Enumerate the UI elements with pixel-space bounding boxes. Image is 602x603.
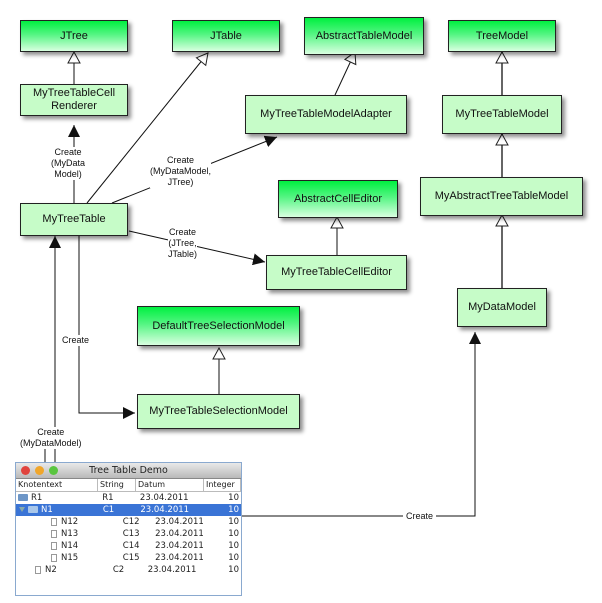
class-name: MyTreeTableCellEditor	[281, 266, 392, 278]
label-create-selection: Create	[62, 335, 90, 346]
node-text: N2	[45, 565, 57, 575]
zoom-button[interactable]	[49, 466, 58, 475]
minimize-button[interactable]	[35, 466, 44, 475]
node-text: N12	[61, 517, 79, 527]
cell-integer: 10	[228, 493, 239, 503]
class-name: AbstractCellEditor	[293, 192, 383, 205]
class-abstract-tree-table-model: MyAbstractTreeTableModel	[420, 177, 583, 216]
folder-icon	[18, 494, 28, 501]
cell-string: C1	[102, 505, 115, 515]
cell-date: 23.04.2011	[155, 529, 204, 539]
label-create-data-model: Create	[403, 511, 437, 522]
table-row[interactable]: N13 C13 23.04.2011 10	[16, 528, 241, 540]
window-title: Tree Table Demo	[89, 465, 168, 476]
table-row-selected[interactable]: N1 C1 23.04.2011 10	[16, 504, 241, 516]
table-row[interactable]: N14 C14 23.04.2011 10	[16, 540, 241, 552]
cell-string: C14	[122, 541, 140, 551]
folder-icon	[28, 506, 38, 513]
cell-date: 23.04.2011	[155, 517, 204, 527]
close-button[interactable]	[21, 466, 30, 475]
class-jtree: JTree	[20, 20, 128, 52]
node-text: N13	[61, 529, 79, 539]
window-titlebar: Tree Table Demo	[16, 463, 241, 479]
cell-date: 23.04.2011	[147, 565, 197, 575]
cell-integer: 10	[228, 517, 240, 527]
column-header-integer[interactable]: Integer	[204, 479, 241, 491]
column-header-datum[interactable]: Datum	[136, 479, 204, 491]
node-text: N14	[61, 541, 79, 551]
cell-string: C12	[122, 517, 140, 527]
class-jtable: JTable	[172, 20, 280, 52]
document-icon	[51, 517, 57, 526]
table-row[interactable]: N12 C12 23.04.2011 10	[16, 516, 241, 528]
cell-string: C15	[122, 553, 140, 563]
class-tree-table-cell-renderer: MyTreeTableCell Renderer	[20, 84, 128, 116]
expand-triangle-icon[interactable]	[19, 507, 25, 512]
class-name: DefaultTreeSelectionModel	[152, 319, 285, 332]
cell-integer: 10	[228, 541, 240, 551]
class-tree-table-cell-editor: MyTreeTableCellEditor	[266, 255, 407, 290]
cell-string: R1	[102, 493, 114, 503]
label-create-tree-table: Create (MyDataModel)	[20, 427, 82, 449]
node-text: R1	[31, 493, 43, 503]
table-row[interactable]: N15 C15 23.04.2011 10	[16, 552, 241, 564]
label-create-adapter: Create (MyDataModel, JTree)	[150, 155, 212, 188]
table-header: Knotentext String Datum Integer	[16, 479, 241, 492]
node-text: N1	[41, 505, 53, 515]
cell-date: 23.04.2011	[155, 553, 204, 563]
cell-integer: 10	[228, 565, 239, 575]
edge-tree-table-jtable	[86, 52, 209, 204]
label-create-renderer: Create (MyData Model)	[51, 147, 86, 180]
column-header-string[interactable]: String	[98, 479, 136, 491]
class-tree-table-selection-model: MyTreeTableSelectionModel	[137, 394, 300, 429]
cell-date: 23.04.2011	[155, 541, 204, 551]
class-name: MyTreeTableCell	[32, 87, 116, 99]
class-tree-table-model-adapter: MyTreeTableModelAdapter	[245, 95, 407, 134]
document-icon	[35, 565, 41, 574]
class-tree-table-model: MyTreeTableModel	[442, 95, 562, 134]
class-abstract-cell-editor: AbstractCellEditor	[278, 180, 398, 218]
document-icon	[51, 541, 57, 550]
cell-integer: 10	[228, 505, 239, 515]
table-row[interactable]: N2 C2 23.04.2011 10	[16, 564, 241, 576]
class-name: MyTreeTable	[42, 213, 106, 225]
cell-string: C2	[112, 565, 125, 575]
cell-date: 23.04.2011	[140, 505, 190, 515]
document-icon	[51, 529, 57, 538]
class-default-tree-selection-model: DefaultTreeSelectionModel	[137, 306, 300, 346]
class-name: MyAbstractTreeTableModel	[434, 190, 569, 202]
table-row[interactable]: R1 R1 23.04.2011 10	[16, 492, 241, 504]
class-name: JTable	[210, 29, 242, 42]
class-name: MyTreeTableModel	[455, 108, 549, 120]
label-create-editor: Create (JTree, JTable)	[168, 227, 198, 260]
class-name: MyTreeTableSelectionModel	[149, 405, 288, 417]
class-name: MyDataModel	[468, 301, 536, 313]
class-abstract-table-model: AbstractTableModel	[304, 17, 424, 55]
tree-table-demo-window: Tree Table Demo Knotentext String Datum …	[15, 462, 242, 596]
document-icon	[51, 553, 57, 562]
class-tree-model: TreeModel	[448, 20, 556, 52]
edge-adapter-abstract-table-model	[334, 51, 357, 96]
edge-create-data-model	[242, 332, 481, 517]
class-name: JTree	[60, 29, 88, 42]
cell-string: C13	[122, 529, 140, 539]
cell-integer: 10	[228, 529, 240, 539]
class-my-tree-table: MyTreeTable	[20, 203, 128, 236]
cell-integer: 10	[228, 553, 240, 563]
class-name: Renderer	[51, 100, 97, 112]
class-name: MyTreeTableModelAdapter	[260, 108, 392, 120]
class-my-data-model: MyDataModel	[457, 288, 547, 327]
node-text: N15	[61, 553, 79, 563]
class-name: AbstractTableModel	[315, 29, 413, 42]
cell-date: 23.04.2011	[139, 493, 189, 503]
column-header-knotentext[interactable]: Knotentext	[16, 479, 98, 491]
edge-create-selection	[78, 236, 135, 419]
class-name: TreeModel	[475, 29, 529, 42]
